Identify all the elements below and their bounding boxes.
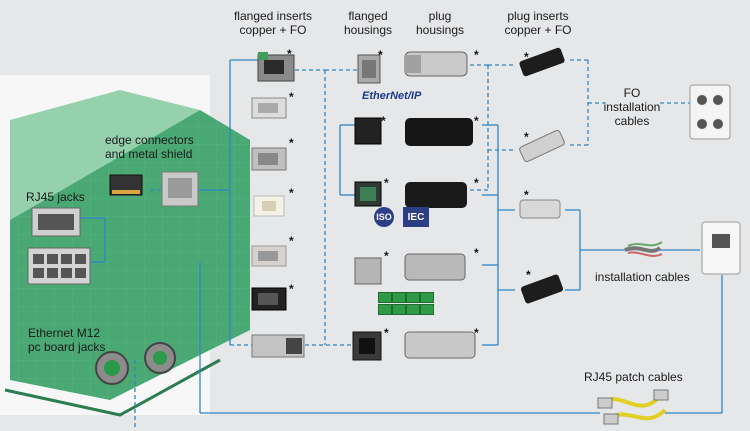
flanged-housings-drawings — [352, 54, 382, 361]
header-plug-housings: plug housings — [415, 9, 465, 37]
cert-block-icon — [392, 292, 406, 303]
header-plug-inserts: plug inserts copper + FO — [504, 9, 572, 37]
asterisk-mark: * — [384, 249, 389, 263]
fo-outlet-drawing — [689, 84, 731, 140]
asterisk-mark: * — [474, 114, 479, 128]
wall-outlet-drawing — [701, 221, 741, 275]
pc-board — [0, 75, 250, 417]
edge-connectors-label: edge connectors and metal shield — [105, 133, 194, 161]
dashed-connection-lines — [134, 59, 690, 430]
header-flanged-inserts: flanged inserts copper + FO — [233, 9, 313, 37]
cert-block-icon — [420, 304, 434, 315]
cert-block-icon — [406, 304, 420, 315]
patch-cables-drawing — [597, 389, 669, 425]
ethernet-ip-logo: EtherNet/IP — [362, 90, 422, 102]
asterisk-mark: * — [474, 326, 479, 340]
cert-block-icon — [420, 292, 434, 303]
cert-block-icon — [378, 292, 392, 303]
asterisk-mark: * — [524, 188, 529, 202]
asterisk-mark: * — [289, 136, 294, 150]
edge-connector-drawing — [109, 171, 199, 207]
asterisk-mark: * — [289, 186, 294, 200]
solid-connection-lines — [80, 59, 723, 414]
asterisk-mark: * — [474, 246, 479, 260]
plug-inserts-drawings — [519, 47, 565, 304]
m12-jacks-drawing — [95, 342, 176, 385]
flanged-inserts-drawings — [251, 52, 305, 358]
cert-block-icon — [406, 292, 420, 303]
asterisk-mark: * — [384, 326, 389, 340]
rj45-patch-cables-label: RJ45 patch cables — [584, 370, 683, 384]
asterisk-mark: * — [378, 48, 383, 62]
iec-logo: IEC — [403, 207, 429, 227]
cert-block-icon — [392, 304, 406, 315]
header-flanged-housings: flanged housings — [343, 9, 393, 37]
rj45-jacks-label: RJ45 jacks — [26, 190, 85, 204]
asterisk-mark: * — [524, 50, 529, 64]
installation-cables-label: installation cables — [595, 270, 690, 284]
rj45-jacks-drawing — [27, 207, 91, 285]
asterisk-mark: * — [474, 48, 479, 62]
asterisk-mark: * — [526, 268, 531, 282]
asterisk-mark: * — [474, 176, 479, 190]
asterisk-mark: * — [384, 176, 389, 190]
asterisk-mark: * — [524, 130, 529, 144]
asterisk-mark: * — [289, 234, 294, 248]
fo-installation-cables-label: FO installation cables — [603, 86, 661, 128]
asterisk-mark: * — [289, 282, 294, 296]
cert-block-icon — [378, 304, 392, 315]
iso-logo: ISO — [374, 207, 394, 227]
asterisk-mark: * — [287, 47, 292, 61]
installation-cable-drawing — [624, 241, 663, 257]
asterisk-mark: * — [381, 114, 386, 128]
asterisk-mark: * — [289, 90, 294, 104]
m12-jacks-label: Ethernet M12 pc board jacks — [28, 326, 106, 354]
plug-housings-drawings — [404, 51, 476, 359]
